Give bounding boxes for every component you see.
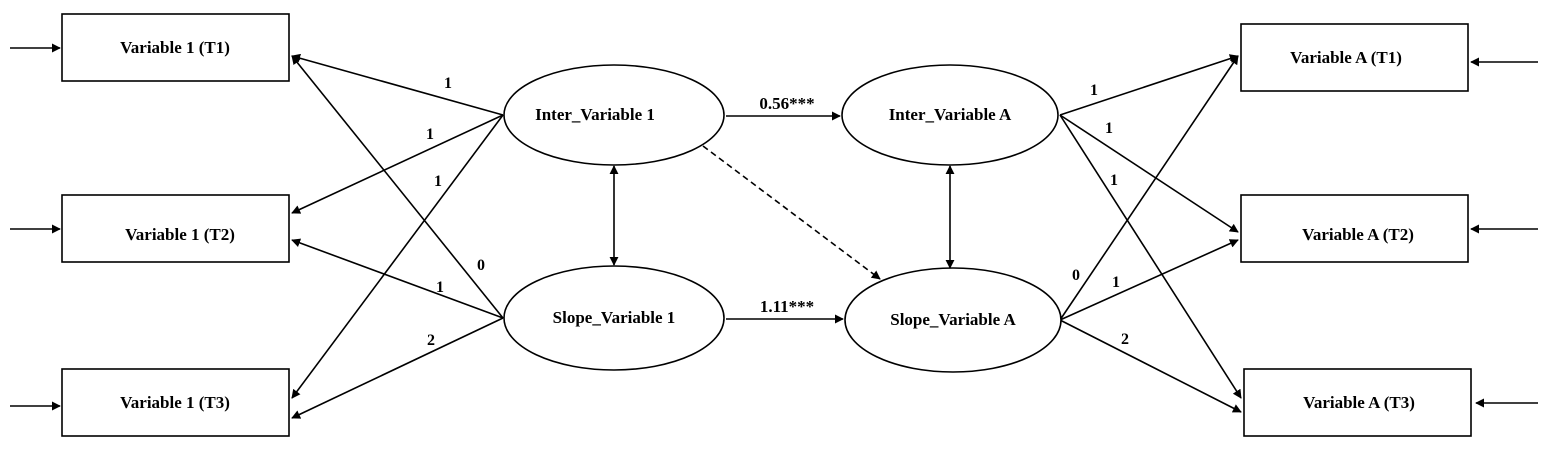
loading-label-slope-va-t1: 0 — [1072, 267, 1080, 284]
box-variable-a-t3-label: Variable A (T3) — [1303, 393, 1415, 412]
oval-slope-variable-1-label: Slope_Variable 1 — [553, 308, 676, 327]
loading-label-inter-v1-t2: 1 — [426, 126, 434, 143]
loading-arrow-slope-v1-t2 — [291, 238, 504, 319]
loading-label-slope-va-t3: 2 — [1121, 331, 1129, 348]
coef-label-slopes: 1.11*** — [760, 297, 814, 316]
loading-label-slope-v1-t2: 1 — [436, 279, 444, 296]
oval-slope-variable-a — [844, 267, 1062, 373]
box-variable-a-t1-label: Variable A (T1) — [1290, 48, 1402, 67]
box-variable-1-t1-label: Variable 1 (T1) — [120, 38, 230, 57]
loading-label-slope-va-t2: 1 — [1112, 274, 1120, 291]
loading-label-inter-va-t2: 1 — [1105, 120, 1113, 137]
oval-slope-variable-a-label: Slope_Variable A — [890, 310, 1016, 329]
box-variable-1-t1 — [61, 13, 290, 82]
coef-label-intercepts: 0.56*** — [759, 94, 814, 113]
loading-arrow-inter-va-t1 — [1059, 54, 1239, 116]
loading-arrow-inter-va-t2 — [1059, 114, 1239, 233]
box-variable-1-t3-label: Variable 1 (T3) — [120, 393, 230, 412]
loading-arrow-inter-v1-t3 — [291, 114, 504, 399]
loading-arrow-slope-v1-t3 — [291, 317, 504, 419]
loading-label-inter-v1-t1: 1 — [444, 75, 452, 92]
loading-arrow-slope-v1-t1 — [291, 55, 504, 319]
box-variable-a-t2 — [1240, 194, 1469, 263]
loading-label-inter-v1-t3: 1 — [434, 173, 442, 190]
loading-arrow-slope-va-t2 — [1059, 239, 1239, 321]
oval-inter-variable-1-label: Inter_Variable 1 — [535, 105, 655, 124]
loading-arrow-inter-v1-t2 — [291, 114, 504, 214]
loading-arrow-slope-va-t3 — [1059, 319, 1242, 413]
box-variable-a-t1 — [1240, 23, 1469, 92]
box-variable-a-t3 — [1243, 368, 1472, 437]
box-variable-1-t3 — [61, 368, 290, 437]
box-variable-1-t2-label: Variable 1 (T2) — [125, 225, 235, 244]
box-variable-a-t2-label: Variable A (T2) — [1302, 225, 1414, 244]
path-arrow-cross-dashed — [702, 145, 881, 280]
oval-inter-variable-a — [841, 64, 1059, 166]
loading-label-slope-v1-t1: 0 — [477, 257, 485, 274]
loading-arrow-inter-va-t3 — [1059, 114, 1242, 399]
loading-arrow-slope-va-t1 — [1059, 55, 1239, 321]
loading-arrow-inter-v1-t1 — [291, 53, 504, 116]
loading-label-slope-v1-t3: 2 — [427, 332, 435, 349]
oval-inter-variable-1 — [503, 64, 725, 166]
oval-slope-variable-1 — [503, 265, 725, 371]
loading-label-inter-va-t1: 1 — [1090, 82, 1098, 99]
oval-inter-variable-a-label: Inter_Variable A — [889, 105, 1012, 124]
box-variable-1-t2 — [61, 194, 290, 263]
loading-label-inter-va-t3: 1 — [1110, 172, 1118, 189]
